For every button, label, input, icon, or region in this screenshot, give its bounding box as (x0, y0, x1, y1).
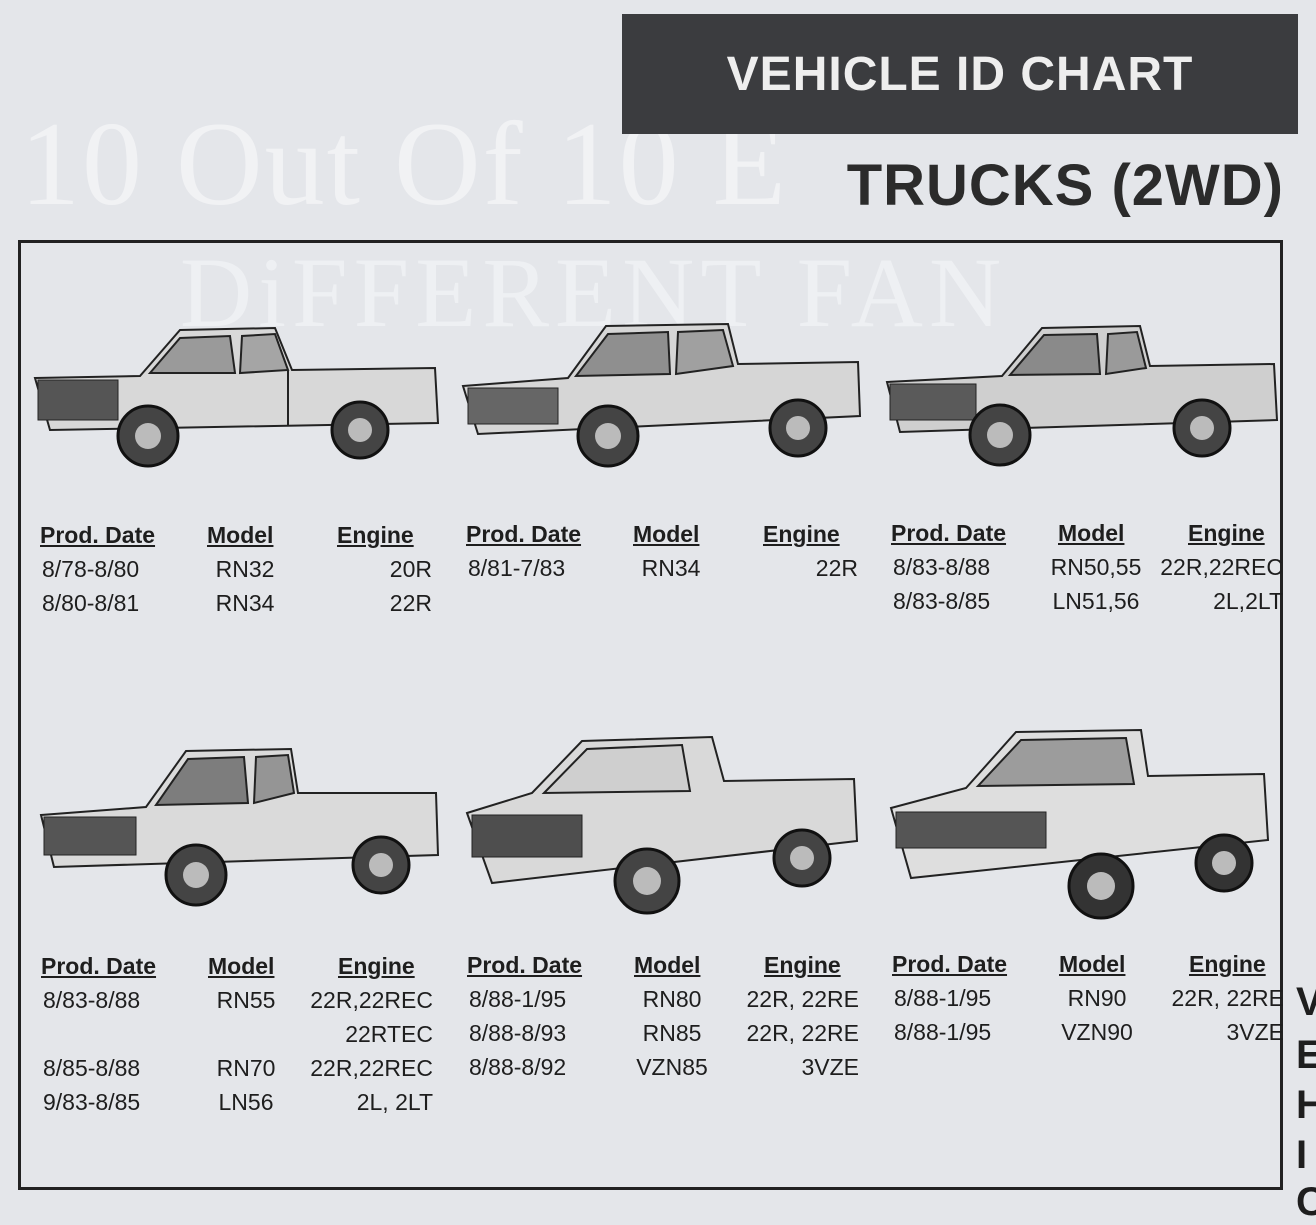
cell-model: RN34 (215, 590, 275, 616)
watermark-line-2: DiFFERENT FAN (180, 237, 1008, 348)
column-header-engine: Engine (337, 522, 414, 548)
edge-letter: I (1296, 1133, 1308, 1177)
column-header-model: Model (1059, 951, 1126, 977)
spec-block: Prod. Date Model Engine 8/83-8/88 RN50,55 22R… (891, 520, 1291, 690)
cell-model: LN56 (218, 1089, 274, 1115)
cell-date: 8/83-8/88 (893, 554, 991, 580)
column-header-date: Prod. Date (892, 951, 1008, 977)
column-header-date: Prod. Date (467, 952, 583, 978)
cell-date: 8/83-8/88 (43, 987, 141, 1013)
cell-model: RN34 (641, 555, 701, 581)
cell-engine: 3VZE (801, 1054, 859, 1080)
truck-illustration-6 (889, 728, 1270, 920)
cell-engine: 22R,22REC (1160, 554, 1283, 580)
spec-block: Prod. Date Model Engine 8/78-8/80 RN32 20R 8/8… (40, 522, 440, 692)
truck-illustration-2 (461, 322, 862, 468)
truck-illustration-3 (885, 324, 1279, 467)
cell-date: 8/88-8/93 (469, 1020, 567, 1046)
column-header-model: Model (207, 522, 274, 548)
cell-date: 8/83-8/85 (893, 588, 991, 614)
cell-date: 8/78-8/80 (42, 556, 140, 582)
cell-engine: 2L,2LT (1213, 588, 1283, 614)
truck-illustration-5 (465, 735, 859, 915)
column-header-date: Prod. Date (40, 522, 156, 548)
cell-engine: 22R, 22RE (746, 1020, 859, 1046)
cell-model: VZN90 (1061, 1019, 1133, 1045)
page-subtitle: TRUCKS (2WD) (846, 153, 1284, 218)
cell-engine: 22R,22REC (310, 987, 433, 1013)
cell-engine: 22R,22REC (310, 1055, 433, 1081)
column-header-date: Prod. Date (466, 521, 582, 547)
cell-model: RN85 (642, 1020, 702, 1046)
cell-date: 8/88-1/95 (469, 986, 567, 1012)
column-header-model: Model (633, 521, 700, 547)
column-header-engine: Engine (338, 953, 415, 979)
cell-engine: 22R, 22RE (1171, 985, 1284, 1011)
edge-letter: V (1296, 980, 1316, 1024)
truck-illustration-4 (39, 747, 440, 907)
column-header-engine: Engine (763, 521, 840, 547)
cell-model: RN32 (215, 556, 275, 582)
column-header-date: Prod. Date (891, 520, 1007, 546)
edge-letter: H (1296, 1083, 1316, 1127)
column-header-date: Prod. Date (41, 953, 157, 979)
title-banner: VEHICLE ID CHART (622, 14, 1298, 134)
cell-engine: 3VZE (1226, 1019, 1284, 1045)
page-title: VEHICLE ID CHART (726, 47, 1194, 101)
cell-engine: 20R (389, 556, 432, 582)
spec-block: Prod. Date Model Engine 8/83-8/88 RN55 22R,22… (41, 953, 441, 1123)
column-header-engine: Engine (1188, 520, 1265, 546)
truck-illustration-1 (33, 326, 440, 468)
column-header-model: Model (1058, 520, 1125, 546)
cell-date: 8/81-7/83 (468, 555, 566, 581)
cell-model: RN55 (216, 987, 276, 1013)
edge-letter: E (1296, 1033, 1316, 1077)
column-header-model: Model (634, 952, 701, 978)
cell-date: 8/80-8/81 (42, 590, 140, 616)
cell-date: 8/88-8/92 (469, 1054, 567, 1080)
cell-engine: 22R (815, 555, 858, 581)
chart-frame (18, 240, 1283, 1190)
spec-block: Prod. Date Model Engine 8/88-1/95 RN80 22R, 2… (467, 952, 867, 1122)
cell-model: RN90 (1067, 985, 1127, 1011)
cell-date: 9/83-8/85 (43, 1089, 141, 1115)
column-header-model: Model (208, 953, 275, 979)
edge-letter: C (1296, 1180, 1316, 1224)
cell-date: 8/88-1/95 (894, 1019, 992, 1045)
spec-block: Prod. Date Model Engine 8/88-1/95 RN90 22R, 2… (892, 951, 1292, 1121)
cell-model: RN50,55 (1050, 554, 1142, 580)
cell-engine: 22R, 22RE (746, 986, 859, 1012)
column-header-engine: Engine (764, 952, 841, 978)
cell-date: 8/88-1/95 (894, 985, 992, 1011)
cell-engine: 2L, 2LT (356, 1089, 433, 1115)
cell-model: VZN85 (636, 1054, 708, 1080)
column-header-engine: Engine (1189, 951, 1266, 977)
spec-block: Prod. Date Model Engine 8/81-7/83 RN34 22R (466, 521, 866, 691)
cell-engine: 22R (389, 590, 432, 616)
cell-model: LN51,56 (1052, 588, 1140, 614)
cell-date: 8/85-8/88 (43, 1055, 141, 1081)
cell-engine: 22RTEC (345, 1021, 433, 1047)
cell-model: RN70 (216, 1055, 276, 1081)
cell-model: RN80 (642, 986, 702, 1012)
